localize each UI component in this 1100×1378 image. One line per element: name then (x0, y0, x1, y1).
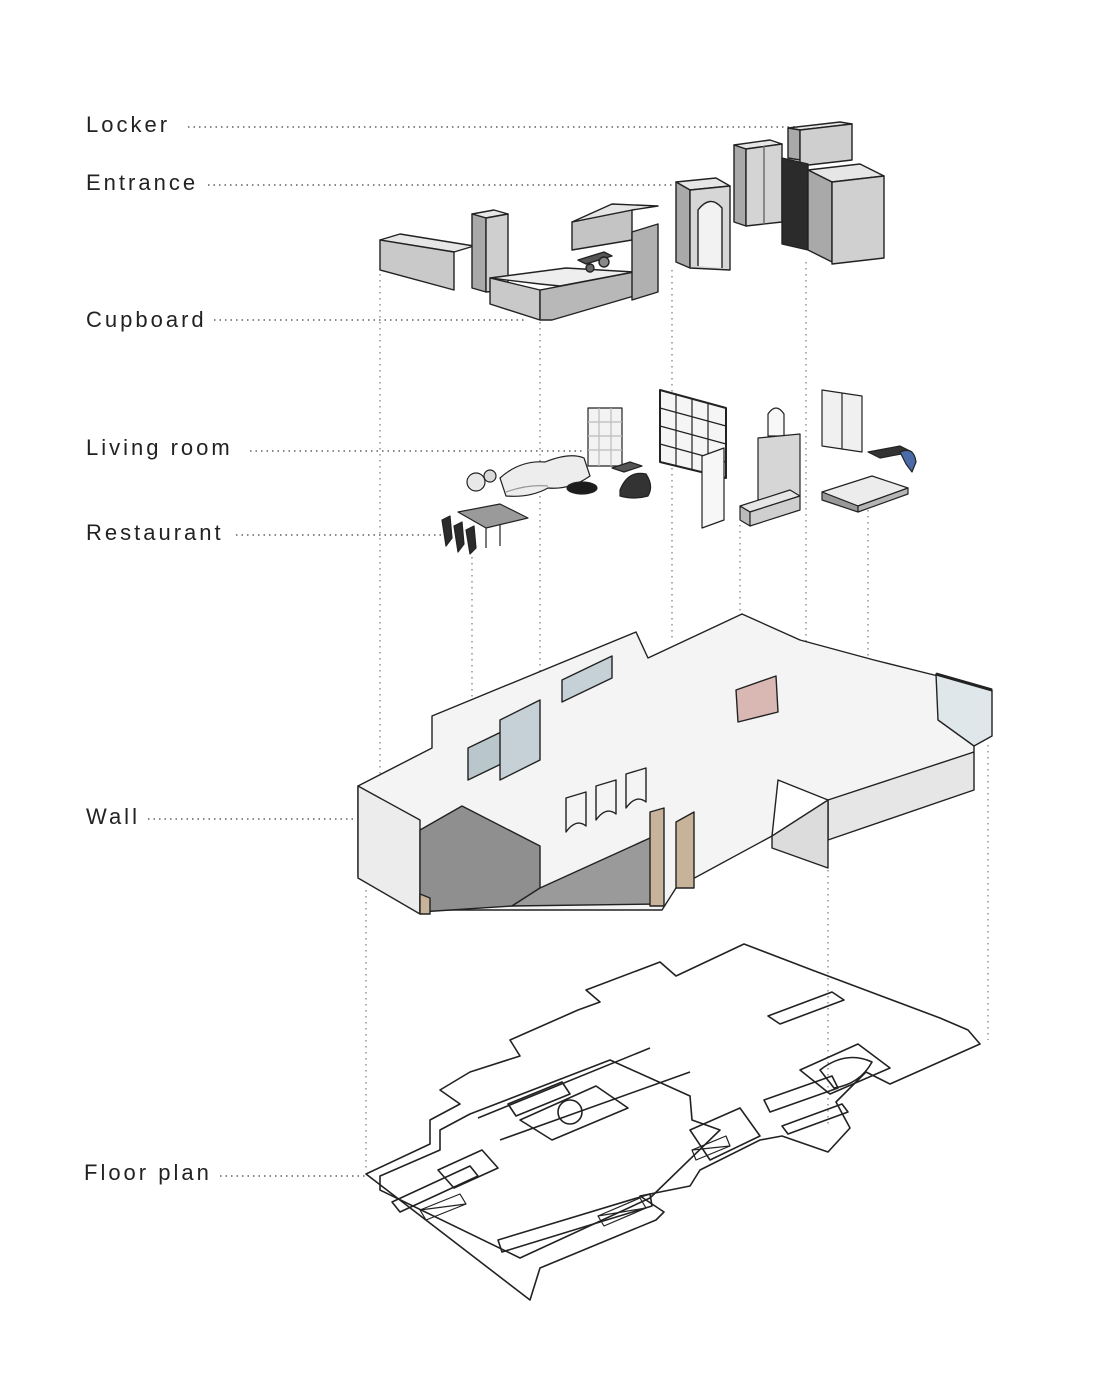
living-room-furniture (466, 407, 652, 499)
plant (466, 472, 486, 492)
plan-closet (781, 1103, 849, 1135)
door-opening (675, 811, 695, 889)
label-cupboard: Cupboard (86, 307, 207, 332)
kitchen-cupboard (379, 203, 659, 321)
plan-bed (819, 1056, 873, 1089)
range-hood (577, 251, 613, 265)
locker-side (799, 123, 853, 167)
arch-opening (697, 200, 723, 268)
upper-cabinet-top (571, 203, 659, 223)
label-restaurant: Restaurant (86, 520, 224, 545)
vanity-unit (757, 433, 801, 501)
plan-closet (763, 1075, 839, 1113)
plan-bedroom (799, 1043, 891, 1095)
floor-plan-outline (365, 943, 981, 1301)
counter-front (489, 277, 541, 321)
dining-table-top (457, 503, 529, 529)
arcade-arches (565, 767, 647, 833)
counter-front-right (539, 271, 635, 321)
floor-plan-inner (379, 1059, 721, 1259)
label-entrance: Entrance (86, 170, 198, 195)
label-leader-lines (148, 126, 800, 1177)
wall-right-lower (771, 799, 829, 869)
label-wall: Wall (86, 804, 140, 829)
plan-living-rug (519, 1085, 629, 1141)
cupboard-left-front (379, 239, 455, 291)
projection-lines (365, 262, 989, 1170)
pot (585, 263, 595, 273)
kettle (598, 256, 610, 268)
plan-storage-hatch (419, 1135, 731, 1227)
plan-kitchen-counter (497, 1193, 653, 1253)
locker-front (787, 127, 801, 161)
dining-chair (465, 525, 477, 555)
entrance-big-cabinet-side (831, 175, 885, 265)
pantry-front (471, 213, 487, 293)
blue-chair (899, 449, 917, 473)
plan-bathroom (689, 1107, 761, 1161)
label-living-room: Living room (86, 435, 233, 460)
dining-chair (441, 515, 453, 547)
locker-cabinets (675, 121, 885, 271)
coffee-table (566, 481, 598, 495)
window-glass (561, 655, 613, 703)
entrance-tall-cabinet-front (733, 144, 747, 227)
plan-closet (767, 991, 845, 1025)
wall-model (357, 613, 993, 915)
wood-floor-edge (419, 893, 431, 915)
rug (611, 461, 643, 473)
plan-round-table (557, 1099, 583, 1125)
entrance-big-cabinet-front (807, 169, 833, 263)
layer-labels: Locker Entrance Cupboard Living room Res… (84, 112, 233, 1185)
glass-block-partition (587, 407, 623, 467)
plan-kitchen-counter (391, 1165, 479, 1213)
dining-chair (453, 521, 465, 553)
floor-plan (365, 943, 981, 1301)
window-glass (499, 699, 541, 781)
lounge-chair (619, 472, 652, 499)
arched-cabinet-front (675, 181, 691, 269)
patterned-tile-wall (735, 675, 779, 723)
bedroom-bath-furniture (659, 389, 917, 529)
label-floor-plan: Floor plan (84, 1160, 212, 1185)
label-locker: Locker (86, 112, 170, 137)
arched-mirror (767, 407, 785, 437)
bed-side (857, 487, 909, 513)
plan-sofa (507, 1081, 571, 1117)
plan-dining-table (437, 1149, 499, 1189)
wood-floor-edge (649, 807, 665, 907)
bathtub-side (749, 495, 801, 527)
black-cabinet-front (781, 157, 809, 251)
white-panel (701, 447, 725, 529)
fridge-front (631, 223, 659, 301)
dining-furniture (441, 503, 529, 555)
